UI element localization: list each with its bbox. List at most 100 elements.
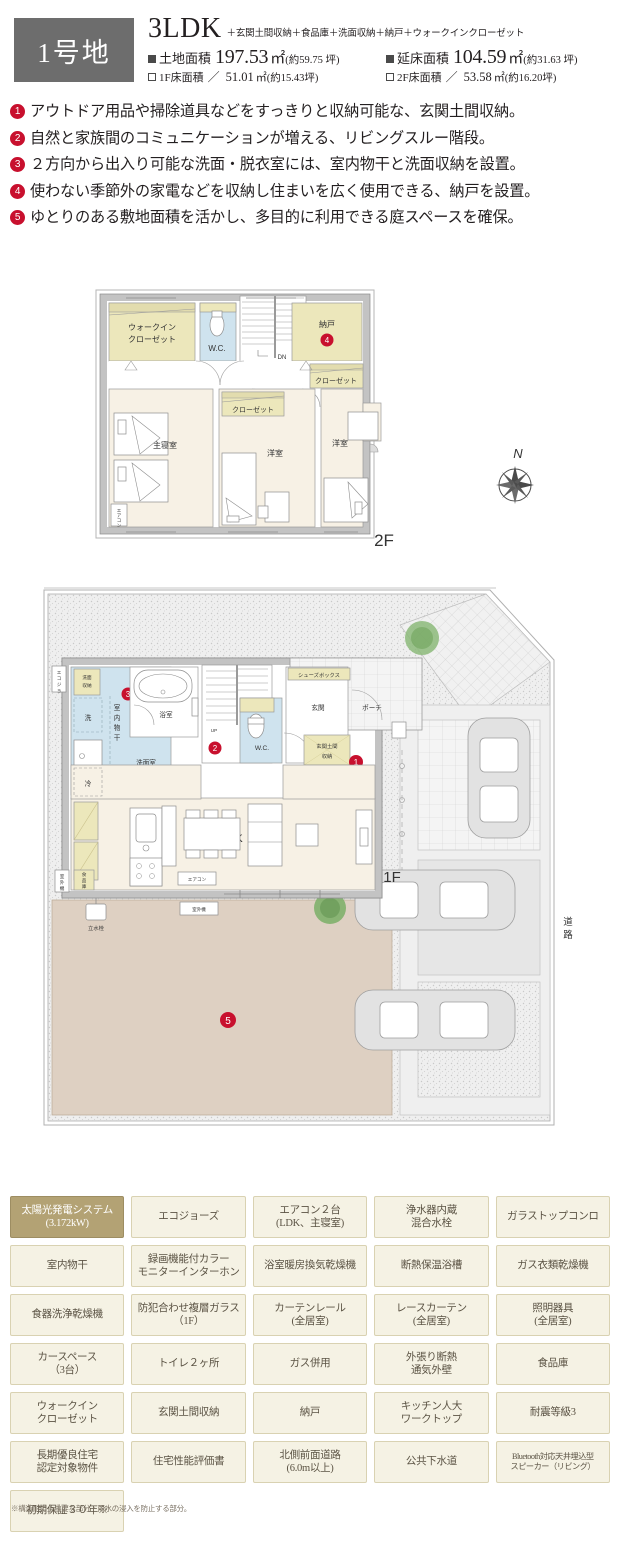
stairs-down-label: DN xyxy=(278,355,287,361)
equipment-cell[interactable]: カースペース（3台） xyxy=(10,1343,125,1385)
floor-label-2f: 2F xyxy=(374,531,394,550)
label-outdoor-unit: 室外機 xyxy=(192,906,206,913)
garden-area xyxy=(51,899,393,1116)
feature-list: 1 アウトドア用品や掃除道具などをすっきりと収納可能な、玄関土間収納。 2 自然… xyxy=(10,100,615,233)
label-genkan-doma-2: 収納 xyxy=(322,752,333,760)
equipment-label-line2: (全居室) xyxy=(291,1316,329,1327)
equipment-label-line1: 浄水器内蔵 xyxy=(405,1204,457,1216)
open-square-icon xyxy=(148,73,156,81)
equipment-footnote: ※構造耐力上主要な部分・雨水の浸入を防止する部分。 xyxy=(11,1504,191,1513)
compass-icon: N xyxy=(496,446,534,504)
equipment-label: トイレ２ヶ所 xyxy=(157,1358,220,1370)
badge-4-marker xyxy=(320,333,334,347)
floor2-area-slash: ／ xyxy=(445,70,458,84)
room-label-closet-right: クローゼット xyxy=(315,376,357,385)
equipment-cell[interactable]: 防犯合わせ複層ガラス（1F） xyxy=(131,1294,246,1336)
equipment-cell[interactable]: 長期優良住宅認定対象物件 xyxy=(10,1441,125,1483)
floor2-area-unit: ㎡ xyxy=(493,72,505,84)
equipment-cell[interactable]: エアコン２台(LDK、主寝室) xyxy=(252,1196,368,1238)
total-floor-area: 延床面積 104.59 ㎡ (約31.63 坪) xyxy=(386,46,577,69)
equipment-label: 玄関土間収納 xyxy=(157,1407,220,1419)
room-label-closet-mid: クローゼット xyxy=(232,405,274,414)
equipment-cell[interactable]: ガラストップコンロ xyxy=(495,1196,610,1238)
total-floor-area-unit: ㎡ xyxy=(508,51,524,67)
equipment-label: 初期保証３０年※ xyxy=(26,1505,108,1517)
equipment-cell[interactable]: 浄水器内蔵混合水栓 xyxy=(374,1196,489,1238)
equipment-cell[interactable]: カーテンレール(全居室) xyxy=(252,1294,368,1336)
equipment-cell[interactable]: 玄関土間収納 xyxy=(131,1392,246,1434)
equipment-cell[interactable]: 断熱保温浴槽 xyxy=(374,1245,489,1287)
floor2-area: 2F床面積 ／ 53.58 ㎡ (約16.20坪) xyxy=(386,68,556,85)
equipment-cell[interactable]: 初期保証３０年※ xyxy=(10,1490,125,1532)
floor1-area-tsubo: (約15.43坪) xyxy=(266,73,319,84)
lot-badge: 1号地 xyxy=(14,18,134,82)
badge-3-number: 3 xyxy=(126,690,131,699)
equipment-cell[interactable]: 耐震等級3 xyxy=(495,1392,610,1434)
equipment-cell[interactable]: ウォークインクローゼット xyxy=(10,1392,125,1434)
floor-plan-2f: .wall { fill:#c3c3c3; stroke:#8a8a8a; st… xyxy=(0,278,620,563)
equipment-label-line1: 防犯合わせ複層ガラス xyxy=(137,1302,240,1314)
stairs-up-label: UP xyxy=(211,728,217,733)
badge-1-number: 1 xyxy=(354,757,359,767)
compass-north-label: N xyxy=(513,446,523,461)
equipment-cell[interactable]: 太陽光発電システム(3.172kW) xyxy=(10,1196,125,1238)
equipment-label-line2: (3.172kW) xyxy=(45,1218,89,1229)
equipment-label-line2: クローゼット xyxy=(36,1414,99,1425)
land-area-tsubo: (約59.75 坪) xyxy=(285,55,340,66)
svg-text:庫: 庫 xyxy=(82,883,87,890)
svg-text:コ: コ xyxy=(117,518,122,523)
equipment-label-line1: 長期優良住宅 xyxy=(36,1449,99,1461)
room-label-bedroom3: 洋室 xyxy=(332,438,348,448)
svg-text:路: 路 xyxy=(563,929,573,941)
equipment-label: 耐震等級3 xyxy=(529,1407,576,1419)
equipment-label-line1: 北側前面道路 xyxy=(279,1449,341,1461)
floor1-area-value: 51.01 xyxy=(225,70,254,84)
filled-square-icon xyxy=(386,55,394,63)
equipment-label-line1: ウォークイン xyxy=(36,1400,99,1412)
land-area: 土地面積 197.53 ㎡ (約59.75 坪) xyxy=(148,46,386,69)
label-genkan-doma-1: 玄関土間 xyxy=(316,742,337,750)
equipment-label: ガス併用 xyxy=(289,1358,331,1370)
label-shoebox: シューズボックス xyxy=(298,671,340,679)
plan-type: 3LDK xyxy=(148,13,222,44)
equipment-cell[interactable]: 食器洗浄乾燥機 xyxy=(10,1294,125,1336)
feature-item: 2 自然と家族間のコミュニケーションが増える、リビングスルー階段。 xyxy=(10,127,615,151)
equipment-label-line2: 通気外壁 xyxy=(410,1365,452,1376)
badge-2-number: 2 xyxy=(213,744,218,753)
label-eco-jozu: エ コ ジ ョ xyxy=(57,670,62,694)
equipment-cell[interactable]: 北側前面道路(6.0m以上) xyxy=(252,1441,368,1483)
feature-item: 4 使わない季節外の家電などを収納し住まいを広く使用できる、納戸を設置。 xyxy=(10,180,615,204)
equipment-cell[interactable]: エコジョーズ xyxy=(131,1196,246,1238)
equipment-label-line2: (全居室) xyxy=(412,1316,450,1327)
equipment-label: 食器洗浄乾燥機 xyxy=(31,1309,103,1321)
feature-text-2: 自然と家族間のコミュニケーションが増える、リビングスルー階段。 xyxy=(30,129,494,147)
open-square-icon xyxy=(386,73,394,81)
equipment-cell[interactable]: 住宅性能評価書 xyxy=(131,1441,246,1483)
equipment-cell[interactable]: 食品庫 xyxy=(495,1343,610,1385)
equipment-cell[interactable]: 照明器具(全居室) xyxy=(495,1294,610,1336)
equipment-cell[interactable]: Bluetooth対応天井埋込型スピーカー（リビング） xyxy=(495,1441,610,1483)
equipment-cell[interactable]: 納戸 xyxy=(252,1392,368,1434)
label-aircon-ldk: エアコン xyxy=(188,877,207,883)
floor2-area-label: 2F床面積 xyxy=(397,72,442,84)
equipment-cell[interactable]: ガス衣類乾燥機 xyxy=(495,1245,610,1287)
equipment-label-line1: キッチン人大 xyxy=(400,1400,463,1412)
equipment-cell[interactable]: レースカーテン(全居室) xyxy=(374,1294,489,1336)
equipment-cell[interactable]: 浴室暖房換気乾燥機 xyxy=(252,1245,368,1287)
label-indoor-dry: 室 内 物 干 xyxy=(114,703,121,742)
equipment-label: ガス衣類乾燥機 xyxy=(517,1260,589,1272)
svg-text:ョ: ョ xyxy=(57,688,62,694)
equipment-cell[interactable]: 公共下水道 xyxy=(374,1441,489,1483)
equipment-label-line2: モニターインターホン xyxy=(137,1267,240,1278)
label-faucet: 立水栓 xyxy=(88,924,105,932)
svg-text:機: 機 xyxy=(60,885,65,892)
svg-text:物: 物 xyxy=(114,723,121,732)
equipment-cell[interactable]: 録画機能付カラーモニターインターホン xyxy=(131,1245,246,1287)
equipment-cell[interactable]: 室内物干 xyxy=(10,1245,125,1287)
equipment-cell[interactable]: キッチン人大ワークトップ xyxy=(374,1392,489,1434)
equipment-cell[interactable]: トイレ２ヶ所 xyxy=(131,1343,246,1385)
equipment-cell[interactable]: ガス併用 xyxy=(252,1343,368,1385)
svg-text:道: 道 xyxy=(563,916,573,928)
equipment-cell[interactable]: 外張り断熱通気外壁 xyxy=(374,1343,489,1385)
car-icon xyxy=(354,869,516,931)
